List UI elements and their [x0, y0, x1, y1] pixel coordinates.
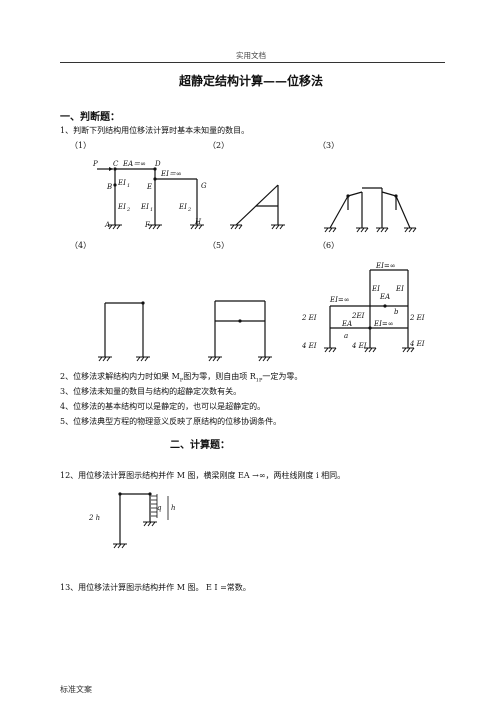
- label-2EI-right: 2 EI: [409, 314, 425, 322]
- label-EI2-left: EI: [117, 203, 126, 211]
- label-EI-inf: EI＝∞: [160, 170, 182, 178]
- label-H: H: [194, 218, 202, 226]
- page-footer: 标准文案: [60, 685, 92, 694]
- fig-label-6: （6）: [318, 241, 340, 250]
- label-E: E: [146, 183, 152, 191]
- label-q: q: [157, 504, 162, 512]
- section-2-heading: 二、计算题：: [170, 440, 230, 451]
- header-divider: [60, 62, 445, 63]
- label-G: G: [201, 182, 207, 190]
- fig-label-3: （3）: [318, 141, 340, 150]
- svg-text:1: 1: [150, 207, 153, 213]
- page-header: 实用文档: [236, 51, 266, 60]
- label-2EI-left: 2 EI: [301, 314, 317, 322]
- svg-text:2: 2: [126, 207, 130, 213]
- question-13-text: 13、用位移法计算图示结构并作 M 图。 E I =常数。: [60, 583, 251, 592]
- question-1-text: 1、判断下列结构用位移法计算时基本未知量的数目。: [60, 126, 250, 135]
- label-EA-inf: EA＝∞: [122, 160, 146, 168]
- label-EI-b: EI: [395, 285, 404, 293]
- figure-3-frame: [324, 187, 417, 233]
- label-EA-1: EA: [379, 293, 390, 301]
- label-b: b: [394, 308, 399, 316]
- label-2h: 2 h: [88, 514, 100, 522]
- label-4EI-right: 4 EI: [409, 340, 425, 348]
- svg-text:2: 2: [187, 207, 191, 213]
- label-EA-2: EA: [341, 320, 352, 328]
- fig-label-5: （5）: [208, 241, 230, 250]
- label-B: B: [106, 183, 112, 191]
- statement-4: 4、位移法的基本结构可以是静定的，也可以是超静定的。: [60, 402, 266, 411]
- figure-5-two-storey-frame: [208, 300, 272, 362]
- label-A: A: [104, 221, 110, 229]
- label-2EI-mid: 2EI: [351, 312, 365, 320]
- question-12-text: 12、用位移法计算图示结构并作 M 图，横梁刚度 EA →∞，两柱线刚度 i 相…: [60, 471, 346, 480]
- label-top-EI-inf: EI=∞: [375, 262, 396, 270]
- label-P: P: [92, 160, 98, 168]
- statement-3: 3、位移法未知量的数目与结构的超静定次数有关。: [60, 387, 242, 396]
- fig-label-2: （2）: [208, 141, 230, 150]
- svg-text:1: 1: [127, 183, 130, 189]
- label-EI3: EI: [140, 203, 149, 211]
- figure-2-truss: [230, 184, 285, 230]
- label-EI-a: EI: [371, 285, 380, 293]
- figure-6-multi-storey-frame: EI=∞ EI EI EA EI=∞ b 2EI 2 EI 2 EI EA EI…: [301, 262, 425, 353]
- label-F: F: [144, 221, 151, 229]
- label-mid-EI-inf: EI=∞: [373, 320, 394, 328]
- label-EI1: EI: [117, 179, 126, 187]
- label-EI4: EI: [178, 203, 187, 211]
- figure-1-frame: P C D EA＝∞ EI＝∞ B E G EI 1 EI 2 EI 1 EI …: [92, 160, 207, 230]
- statement-5: 5、位移法典型方程的物理意义反映了原结构的位移协调条件。: [60, 417, 282, 426]
- label-4EI-mid: 4 EI: [351, 342, 367, 350]
- statement-2: 2、位移法求解结构内力时如果 MP图为零，则自由项 R1P一定为零。: [60, 372, 303, 384]
- label-C: C: [113, 160, 119, 168]
- fig-label-1: （1）: [70, 141, 92, 150]
- label-a: a: [344, 332, 348, 340]
- figure-4-portal-frame: [98, 301, 150, 362]
- fig-label-4: （4）: [70, 241, 92, 250]
- label-D: D: [154, 160, 161, 168]
- figure-12-frame: 2 h q h: [88, 492, 176, 549]
- section-1-heading: 一、判断题：: [60, 112, 120, 123]
- page-title: 超静定结构计算——位移法: [178, 74, 323, 88]
- label-h: h: [171, 504, 176, 512]
- label-4EI-left: 4 EI: [301, 342, 317, 350]
- label-left-EI-inf: EI=∞: [329, 296, 350, 304]
